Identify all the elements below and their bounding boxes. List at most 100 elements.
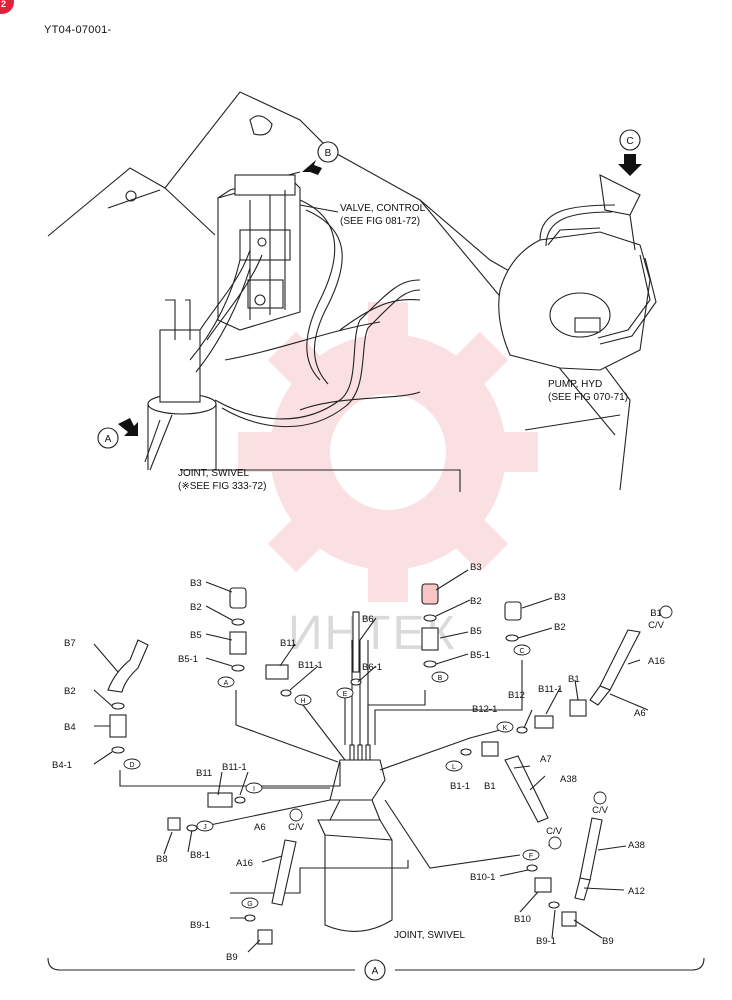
part-label: B2 xyxy=(470,596,482,607)
callout-c: C xyxy=(626,136,633,147)
hose-a38-right xyxy=(579,817,603,881)
fitting-b3-left xyxy=(229,587,247,609)
part-label: A12 xyxy=(628,886,645,897)
port-label: I xyxy=(253,786,255,793)
port-tag-j xyxy=(196,820,214,832)
hose-a16-top xyxy=(599,629,641,691)
code-label: C/V xyxy=(288,822,305,833)
caption-pump-line2: (SEE FIG 070-71) xyxy=(548,392,628,403)
part-label: A16 xyxy=(648,656,665,667)
part-label: A6 xyxy=(634,708,646,719)
callout-a-bottom-circle xyxy=(364,959,386,981)
part-label: B10-1 xyxy=(470,872,495,883)
caption-joint-bottom: JOINT, SWIVEL xyxy=(394,930,466,941)
hydraulic-pump xyxy=(498,174,657,371)
fitting-b11-left xyxy=(207,792,233,808)
arrow-c-icon xyxy=(618,154,642,176)
part-label: B11-1 xyxy=(298,660,323,671)
fitting-b12 xyxy=(534,715,554,729)
port-label: K xyxy=(503,725,508,732)
part-label: B2 xyxy=(64,686,76,697)
port-label: B xyxy=(438,675,443,682)
part-label: B11 xyxy=(280,638,296,649)
hose-loop xyxy=(299,199,336,381)
fitting-b9-left xyxy=(257,929,273,945)
part-label: A16 xyxy=(236,858,253,869)
callout-c-circle xyxy=(619,129,641,151)
port-tag-g xyxy=(241,897,259,909)
part-label: A7 xyxy=(540,754,552,765)
control-valve xyxy=(217,171,301,331)
port-label: F xyxy=(529,853,533,860)
port-label: L xyxy=(452,764,456,771)
port-tag-e xyxy=(336,687,354,699)
part-label: B2 xyxy=(190,602,202,613)
port-tag-d xyxy=(123,758,141,770)
caption-valve-line1: VALVE, CONTROL xyxy=(340,203,426,214)
port-label: G xyxy=(247,901,252,908)
part-label: B8-1 xyxy=(190,850,210,861)
part-label: B9 xyxy=(226,952,238,963)
part-label: A38 xyxy=(560,774,577,785)
route-j xyxy=(209,799,331,826)
code-label: C/V xyxy=(546,826,563,837)
fitting-b11-top xyxy=(265,664,289,680)
fitting-b9-right xyxy=(561,911,577,927)
part-label: B9-1 xyxy=(190,920,210,931)
code-circle-label: B1 xyxy=(650,608,662,619)
callout-b: B xyxy=(325,148,332,159)
part-label: B7 xyxy=(64,638,76,649)
part-label: B1 xyxy=(484,781,496,792)
callout-a-circle xyxy=(97,427,119,449)
code-tag-a1 xyxy=(548,836,562,850)
part-label: B1 xyxy=(568,674,580,685)
part-label: B9-1 xyxy=(536,936,556,947)
part-label: B6 xyxy=(362,614,374,625)
port-tag-a xyxy=(217,676,235,688)
part-label: B3 xyxy=(190,578,202,589)
caption-joint-line1: JOINT, SWIVEL xyxy=(178,468,250,479)
hose-a16-left xyxy=(271,839,297,906)
port-label: E xyxy=(343,691,348,698)
route-b xyxy=(367,690,426,745)
fitting-b6 xyxy=(352,611,360,673)
port-tag-i xyxy=(245,782,263,794)
part-label: B10 xyxy=(514,914,531,925)
port-tag-b xyxy=(431,671,449,683)
arrow-b-icon xyxy=(302,160,322,175)
port-tag-f xyxy=(522,849,540,861)
part-label: B5-1 xyxy=(178,654,198,665)
part-label: B12 xyxy=(508,690,525,701)
route-k xyxy=(379,729,501,771)
part-label: B3 xyxy=(470,562,482,573)
watermark-logo xyxy=(238,302,538,602)
fitting-b1-mid xyxy=(481,741,499,757)
route-f xyxy=(384,799,521,869)
port-label: J xyxy=(203,824,207,831)
swivel-joint-body xyxy=(317,640,393,932)
port-label: A xyxy=(224,680,229,687)
callout-a: A xyxy=(105,434,112,445)
valve-leader xyxy=(299,204,339,213)
document-code: YT04-07001- xyxy=(44,24,112,36)
part-label: B5 xyxy=(190,630,202,641)
fitting-b7 xyxy=(107,639,149,693)
part-label: B6-1 xyxy=(362,662,382,673)
part-label: B8 xyxy=(156,854,168,865)
port-tag-c xyxy=(513,644,531,656)
fitting-b10 xyxy=(534,877,552,893)
caption-joint-line2: (※SEE FIG 333-72) xyxy=(178,481,266,492)
fitting-b3-mid xyxy=(421,583,439,605)
port-label: C xyxy=(519,648,524,655)
group-bracket xyxy=(47,957,705,971)
code-tag-b2 xyxy=(289,808,303,822)
fitting-b1-top xyxy=(569,699,587,717)
part-label: B5 xyxy=(470,626,482,637)
port-tag-h xyxy=(294,694,312,706)
caption-pump-line1: PUMP, HYD xyxy=(548,379,602,390)
route-c xyxy=(374,660,523,745)
part-label: B11-1 xyxy=(538,684,563,695)
